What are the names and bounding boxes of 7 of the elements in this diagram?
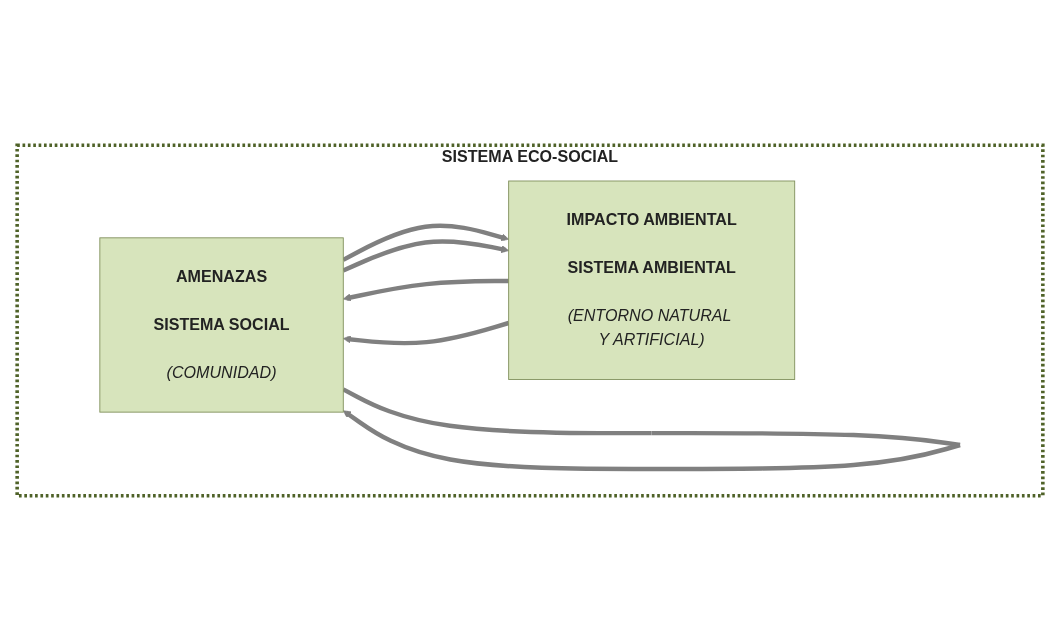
node-box: IMPACTO AMBIENTAL SISTEMA AMBIENTAL (ENTORNO NATURAL Y ARTIFICIAL) [508, 180, 796, 380]
arrow [342, 320, 510, 346]
node-box: AMENAZAS SISTEMA SOCIAL (COMUNIDAD) [99, 237, 344, 413]
arrow [342, 387, 961, 472]
arrow [342, 239, 509, 273]
arrow [342, 223, 509, 262]
arrow [342, 278, 509, 302]
